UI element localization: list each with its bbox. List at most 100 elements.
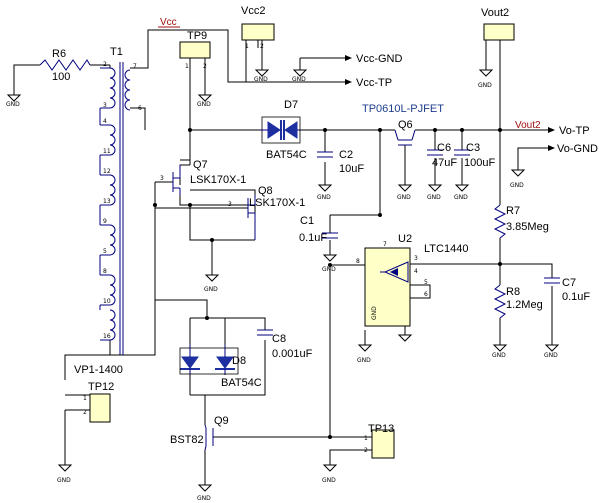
capacitor-c3: C3 100uF bbox=[454, 142, 495, 169]
svg-text:GND: GND bbox=[510, 182, 524, 189]
c8-label: C8 bbox=[272, 333, 286, 345]
gnd-icon: GND bbox=[427, 184, 443, 201]
svg-text:GND: GND bbox=[454, 194, 468, 201]
jfet-q8: 3 Q8 LSK170X-1 bbox=[155, 185, 305, 240]
t1-pin-4: 4 bbox=[103, 118, 107, 125]
tp13-pin-1: 1 bbox=[364, 435, 368, 442]
port-vo-gnd[interactable]: Vo-GND bbox=[548, 143, 598, 155]
gnd-icon: GND bbox=[197, 484, 213, 502]
testpoint-vout2[interactable]: Vout2 bbox=[481, 7, 515, 70]
gnd-icon: GND bbox=[6, 94, 22, 108]
t1-pin-11: 11 bbox=[103, 148, 111, 155]
c2-label: C2 bbox=[339, 149, 353, 161]
q9-part: BST82 bbox=[170, 434, 204, 446]
t1-pin-3: 3 bbox=[103, 102, 107, 109]
q6-label: Q6 bbox=[398, 119, 413, 131]
svg-text:GND: GND bbox=[544, 352, 558, 359]
svg-text:GND: GND bbox=[57, 477, 71, 484]
svg-text:GND: GND bbox=[322, 477, 336, 484]
u2-pin-6: 6 bbox=[424, 291, 428, 298]
u2-pin-4: 4 bbox=[414, 268, 418, 275]
svg-text:GND: GND bbox=[197, 101, 211, 108]
svg-text:GND: GND bbox=[317, 194, 331, 201]
gnd-icon: GND bbox=[204, 274, 220, 293]
svg-text:GND: GND bbox=[478, 82, 492, 89]
c1-value: 0.1uF bbox=[299, 232, 327, 244]
c7-label: C7 bbox=[562, 277, 576, 289]
capacitor-c1: C1 0.1uF bbox=[299, 214, 380, 244]
d8-part: BAT54C bbox=[221, 377, 262, 389]
testpoint-vcc2[interactable]: Vcc2 1 2 bbox=[241, 5, 275, 82]
vout2-net-label: Vout2 bbox=[515, 120, 541, 131]
capacitor-c6: C6 47uF bbox=[427, 142, 457, 169]
tp12-pin-1: 1 bbox=[83, 395, 87, 402]
pjfet-q6: TP0610L-PJFET Q6 bbox=[362, 103, 444, 146]
gnd-icon: GND bbox=[292, 69, 308, 83]
t1-pin-13: 13 bbox=[103, 198, 111, 205]
c8-value: 0.001uF bbox=[272, 348, 313, 360]
vcc-tp-label: Vcc-TP bbox=[356, 77, 392, 89]
r8-value: 1.2Meg bbox=[506, 299, 543, 311]
r6-value: 100 bbox=[52, 71, 70, 83]
port-vcc-tp[interactable]: Vcc-TP bbox=[345, 77, 392, 89]
t1-pin-2: 2 bbox=[103, 61, 107, 68]
transformer-t1: T1 2 3 4 11 12 1 bbox=[74, 46, 142, 376]
d7-label: D7 bbox=[284, 99, 298, 111]
svg-text:GND: GND bbox=[427, 194, 441, 201]
port-vcc-gnd[interactable]: Vcc-GND bbox=[345, 53, 403, 65]
u2-gnd-label: GND bbox=[371, 306, 378, 320]
gnd-icon: GND bbox=[322, 464, 338, 484]
u2-pin-3: 3 bbox=[414, 255, 418, 262]
tp9-pin-1: 1 bbox=[185, 63, 189, 70]
t1-label: T1 bbox=[110, 46, 123, 58]
svg-text:GND: GND bbox=[254, 76, 268, 83]
tp12-label: TP12 bbox=[88, 381, 114, 393]
junction-dots bbox=[153, 128, 502, 439]
vcc-net-label: Vcc bbox=[160, 17, 177, 28]
r7-value: 3.85Meg bbox=[506, 221, 549, 233]
capacitor-c7: C7 0.1uF bbox=[544, 277, 590, 303]
gnd-icon: GND bbox=[397, 184, 413, 201]
tp12-pin-2: 2 bbox=[83, 409, 87, 416]
gnd-icon: GND bbox=[357, 344, 373, 364]
q8-pin-3: 3 bbox=[228, 201, 232, 208]
t1-pin-8: 8 bbox=[103, 268, 107, 275]
svg-text:GND: GND bbox=[6, 101, 20, 108]
c2-value: 10uF bbox=[339, 163, 364, 175]
gnd-icon: GND bbox=[317, 184, 333, 201]
c6-value: 47uF bbox=[432, 157, 457, 169]
gnd-icon: GND bbox=[510, 169, 526, 189]
resistor-r7: R7 3.85Meg bbox=[493, 204, 549, 239]
resistor-r6: R6 100 bbox=[39, 48, 91, 83]
gnd-icon: GND bbox=[254, 69, 270, 83]
tp9-label: TP9 bbox=[187, 30, 207, 42]
ground-symbols: GND GND GND GND GND GND GND GND GND GND … bbox=[6, 69, 560, 502]
vo-gnd-label: Vo-GND bbox=[557, 143, 598, 155]
testpoint-tp12[interactable]: TP12 1 2 bbox=[65, 381, 114, 423]
tp13-pin-2: 2 bbox=[364, 447, 368, 454]
svg-text:GND: GND bbox=[357, 357, 371, 364]
gnd-icon: GND bbox=[492, 344, 508, 359]
c6-label: C6 bbox=[437, 142, 451, 154]
capacitor-c8: C8 0.001uF bbox=[257, 329, 313, 360]
r7-label: R7 bbox=[506, 205, 520, 217]
testpoint-tp13[interactable]: TP13 1 2 bbox=[364, 423, 395, 459]
gnd-icon: GND bbox=[322, 254, 338, 273]
mosfet-q9: Q9 BST82 bbox=[170, 415, 229, 451]
vout2-label: Vout2 bbox=[481, 7, 509, 19]
tp13-label: TP13 bbox=[368, 423, 394, 435]
gnd-icon: GND bbox=[478, 69, 494, 89]
svg-text:GND: GND bbox=[397, 194, 411, 201]
d7-part: BAT54C bbox=[266, 149, 307, 161]
t1-pin-16: 16 bbox=[103, 333, 111, 340]
q8-label: Q8 bbox=[258, 185, 273, 197]
diode-d7: D7 BAT54C bbox=[260, 99, 307, 161]
t1-pin-12: 12 bbox=[103, 168, 111, 175]
testpoint-tp9[interactable]: TP9 1 2 bbox=[179, 30, 211, 95]
port-vo-tp[interactable]: Vo-TP bbox=[548, 125, 590, 137]
u2-part: LTC1440 bbox=[424, 243, 468, 255]
r8-label: R8 bbox=[506, 286, 520, 298]
gnd-icon bbox=[397, 334, 413, 342]
